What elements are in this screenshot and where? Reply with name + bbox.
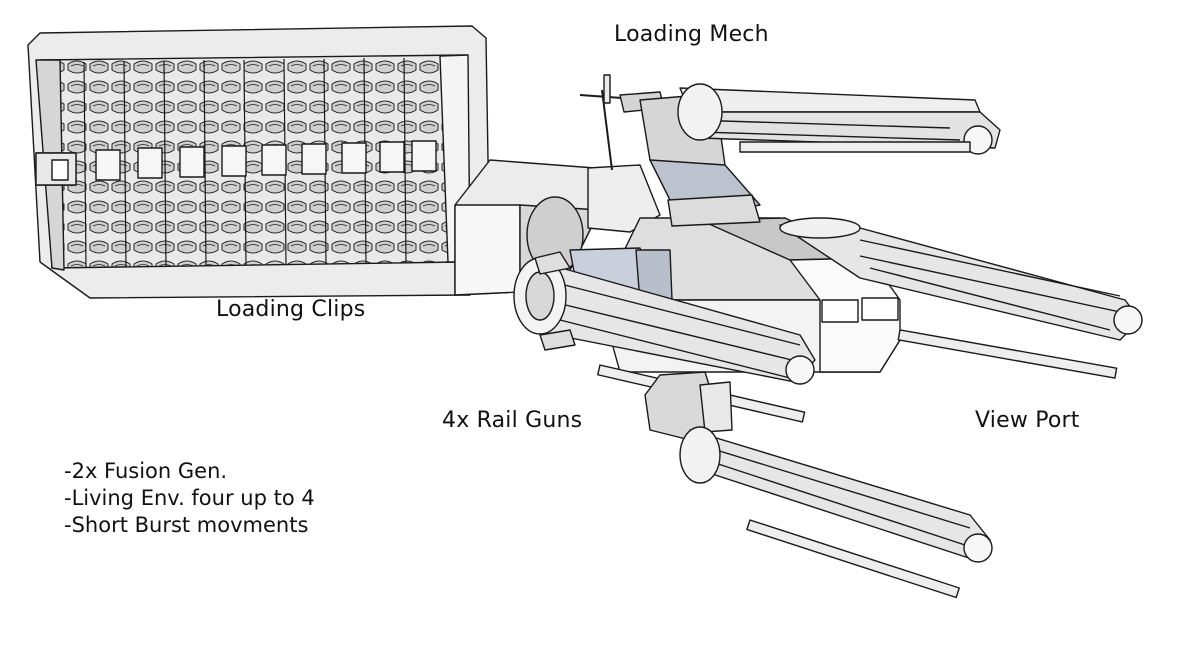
spec-list: -2x Fusion Gen. -Living Env. four up to …	[64, 458, 315, 539]
loading-clips-label: Loading Clips	[216, 297, 366, 322]
rail-guns-label: 4x Rail Guns	[442, 408, 583, 433]
loading-mech	[579, 74, 1001, 227]
spec-item: -Short Burst movments	[64, 513, 309, 537]
spec-item: -Living Env. four up to 4	[64, 486, 315, 510]
rail-gun-right	[779, 217, 1143, 379]
loading-clips	[27, 25, 491, 299]
spec-item: -2x Fusion Gen.	[64, 459, 228, 483]
loading-mech-label: Loading Mech	[614, 22, 769, 47]
view-port-label: View Port	[975, 408, 1080, 433]
view-port-windows	[821, 297, 899, 323]
rail-gun-lower	[644, 371, 993, 599]
